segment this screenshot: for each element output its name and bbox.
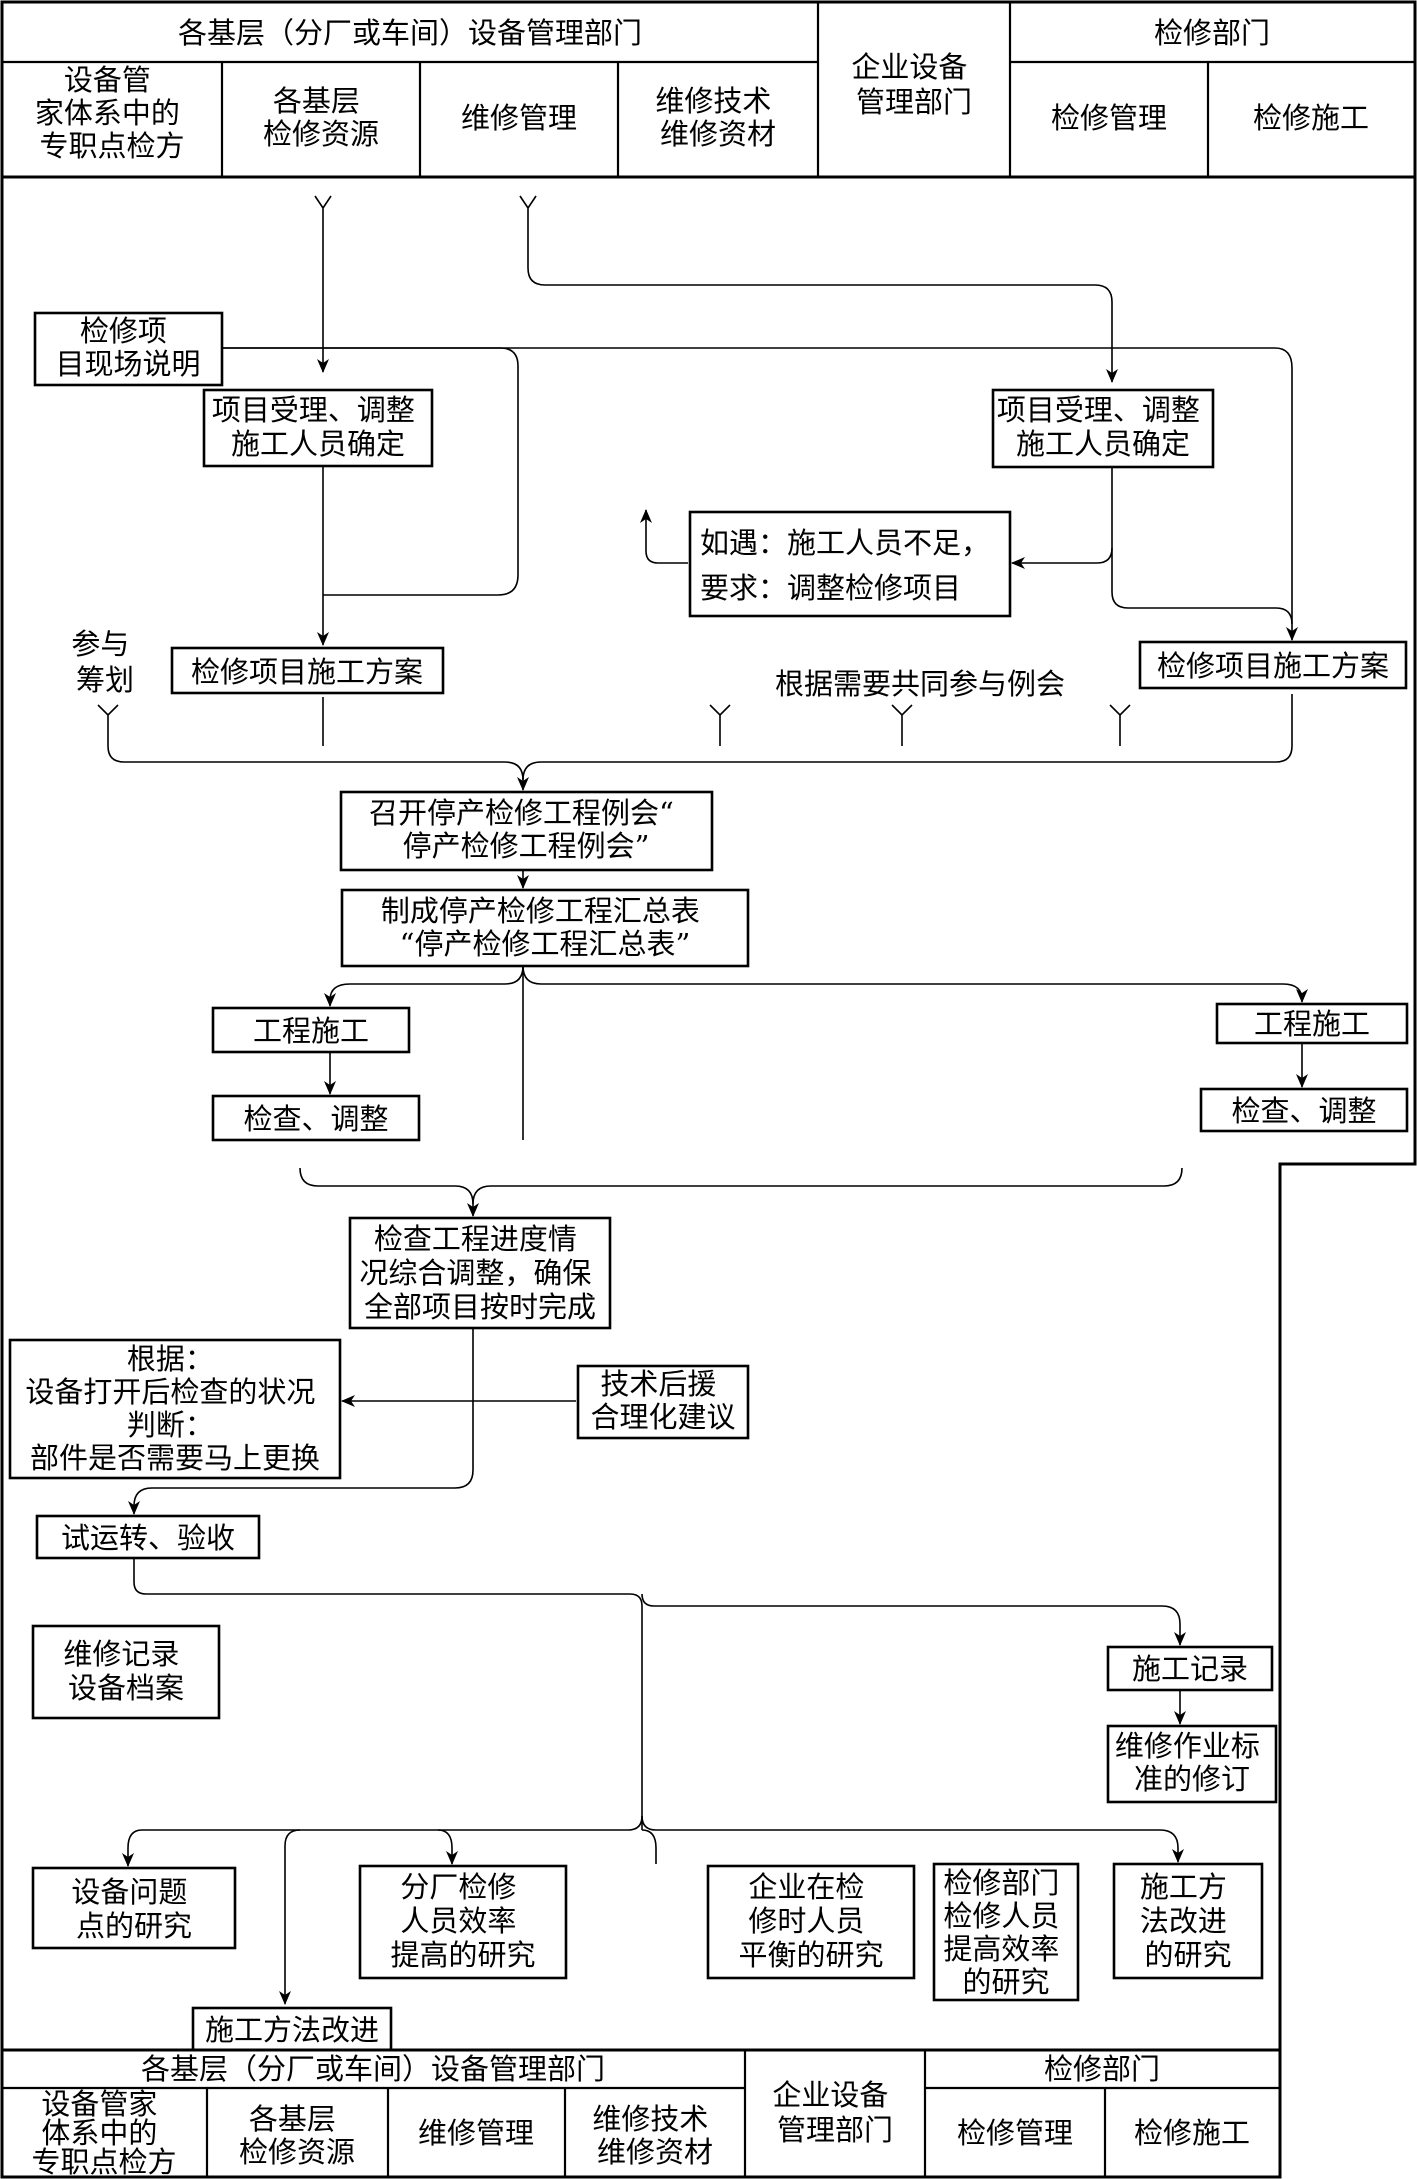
text-records: 维修记录 设备档案: [63, 1637, 188, 1705]
text-construct-right: 工程施工: [1254, 1007, 1370, 1041]
text-accept-left: 项目受理、调整 施工人员确定: [212, 393, 424, 461]
box-meeting: [339, 790, 714, 872]
text-tech-support: 技术后援 合理化建议: [590, 1367, 735, 1434]
header-bottom: 各基层（分厂或车间）设备管理部门 检修部门 设备管家 体系中的 专职点检方 各基…: [0, 2048, 1282, 2179]
text-standard: 维修作业标 准的修订: [1115, 1729, 1269, 1796]
box-judge: [8, 1338, 342, 1480]
text-plan-right: 检修项目施工方案: [1157, 649, 1389, 683]
box-trial: [35, 1514, 261, 1560]
body-frame: [0, 177, 1417, 2050]
header-bottom-col-repair-manage: 检修管理: [957, 2116, 1073, 2150]
header-top-col-resource: 各基层 检修资源: [263, 84, 379, 151]
text-site-explain: 检修项 目现场说明: [55, 314, 200, 381]
box-work-record: [1106, 1645, 1274, 1692]
text-research-efficiency: 分厂检修 人员效率 提高的研究: [390, 1870, 535, 1972]
header-bottom-col-enterprise: 企业设备 管理部门: [772, 2078, 897, 2147]
header-bottom-col-resource: 各基层 检修资源: [239, 2102, 355, 2169]
box-summary: [340, 888, 750, 968]
text-research-method: 施工方 法改进 的研究: [1140, 1870, 1236, 1972]
box-progress: [348, 1216, 612, 1330]
box-shortage: [688, 510, 1012, 618]
header-top-col-repair-manage: 检修管理: [1051, 101, 1167, 135]
text-work-record: 施工记录: [1132, 1652, 1248, 1686]
header-bottom-frame: [0, 2048, 1282, 2179]
header-bottom-group-right: 检修部门: [1044, 2052, 1160, 2086]
box-research-balance: [706, 1864, 916, 1980]
text-method-improve: 施工方法改进: [205, 2013, 379, 2047]
header-bottom-col-expert: 设备管家 体系中的 专职点检方: [31, 2087, 176, 2179]
text-joint-meeting: 根据需要共同参与例会: [775, 667, 1065, 701]
text-meeting: 召开停产检修工程例会“ 停产检修工程例会”: [369, 796, 683, 863]
text-participate: 参与 筹划: [71, 627, 138, 697]
box-plan-right: [1138, 640, 1408, 690]
header-bottom-group-left: 各基层（分厂或车间）设备管理部门: [141, 2052, 605, 2086]
connectors: [97, 195, 1308, 2005]
header-top-col-enterprise: 企业设备 管理部门: [851, 50, 976, 119]
header-top-group-right: 检修部门: [1154, 16, 1270, 50]
box-plan-left: [170, 646, 445, 695]
text-summary: 制成停产检修工程汇总表 “停产检修工程汇总表”: [381, 894, 709, 961]
text-shortage: 如遇：施工人员不足， 要求：调整检修项目: [700, 526, 999, 605]
text-check-right: 检查、调整: [1231, 1094, 1376, 1128]
text-research-dept: 检修部门 检修人员 提高效率 的研究: [943, 1866, 1068, 1999]
header-top-col-repair-work: 检修施工: [1253, 101, 1369, 135]
box-research-dept: [932, 1862, 1080, 2002]
text-plan-left: 检修项目施工方案: [191, 655, 423, 689]
box-site-explain: [33, 311, 224, 387]
box-check-right: [1199, 1087, 1409, 1133]
box-accept-left: [202, 388, 434, 468]
text-judge: 根据： 设备打开后检查的状况 判断： 部件是否需要马上更换: [25, 1342, 324, 1475]
box-tech-support: [576, 1364, 750, 1440]
header-bottom-col-repair-work: 检修施工: [1134, 2116, 1250, 2150]
text-trial: 试运转、验收: [61, 1521, 235, 1555]
box-construct-right: [1215, 1002, 1409, 1045]
box-records: [31, 1624, 221, 1720]
header-bottom-col-tech: 维修技术 维修资材: [592, 2102, 717, 2169]
process-boxes: 检修项 目现场说明 项目受理、调整 施工人员确定 项目受理、调整 施工人员确定 …: [8, 311, 1409, 2052]
text-research-balance: 企业在检 修时人员 平衡的研究: [738, 1870, 883, 1972]
box-check-left: [211, 1094, 421, 1142]
box-standard: [1106, 1724, 1278, 1804]
header-top-group-left: 各基层（分厂或车间）设备管理部门: [178, 16, 642, 50]
box-accept-right: [991, 388, 1215, 469]
box-construct-left: [211, 1006, 411, 1054]
text-research-problem: 设备问题 点的研究: [71, 1875, 196, 1943]
header-top-col-tech: 维修技术 维修资材: [655, 84, 780, 151]
header-top-col-manage: 维修管理: [461, 101, 577, 135]
box-research-method: [1112, 1862, 1264, 1980]
text-progress: 检查工程进度情 况综合调整，确保 全部项目按时完成: [359, 1222, 600, 1324]
text-accept-right: 项目受理、调整 施工人员确定: [997, 393, 1209, 461]
header-bottom-col-manage: 维修管理: [418, 2116, 534, 2150]
box-research-problem: [31, 1866, 237, 1950]
box-research-efficiency: [358, 1864, 568, 1980]
text-check-left: 检查、调整: [243, 1102, 388, 1136]
header-top: 各基层（分厂或车间）设备管理部门 检修部门 设备管 家体系中的 专职点检方 各基…: [0, 0, 1417, 179]
header-top-frame: [0, 0, 1417, 179]
header-top-col-expert: 设备管 家体系中的 专职点检方: [35, 63, 189, 163]
text-construct-left: 工程施工: [253, 1014, 369, 1048]
